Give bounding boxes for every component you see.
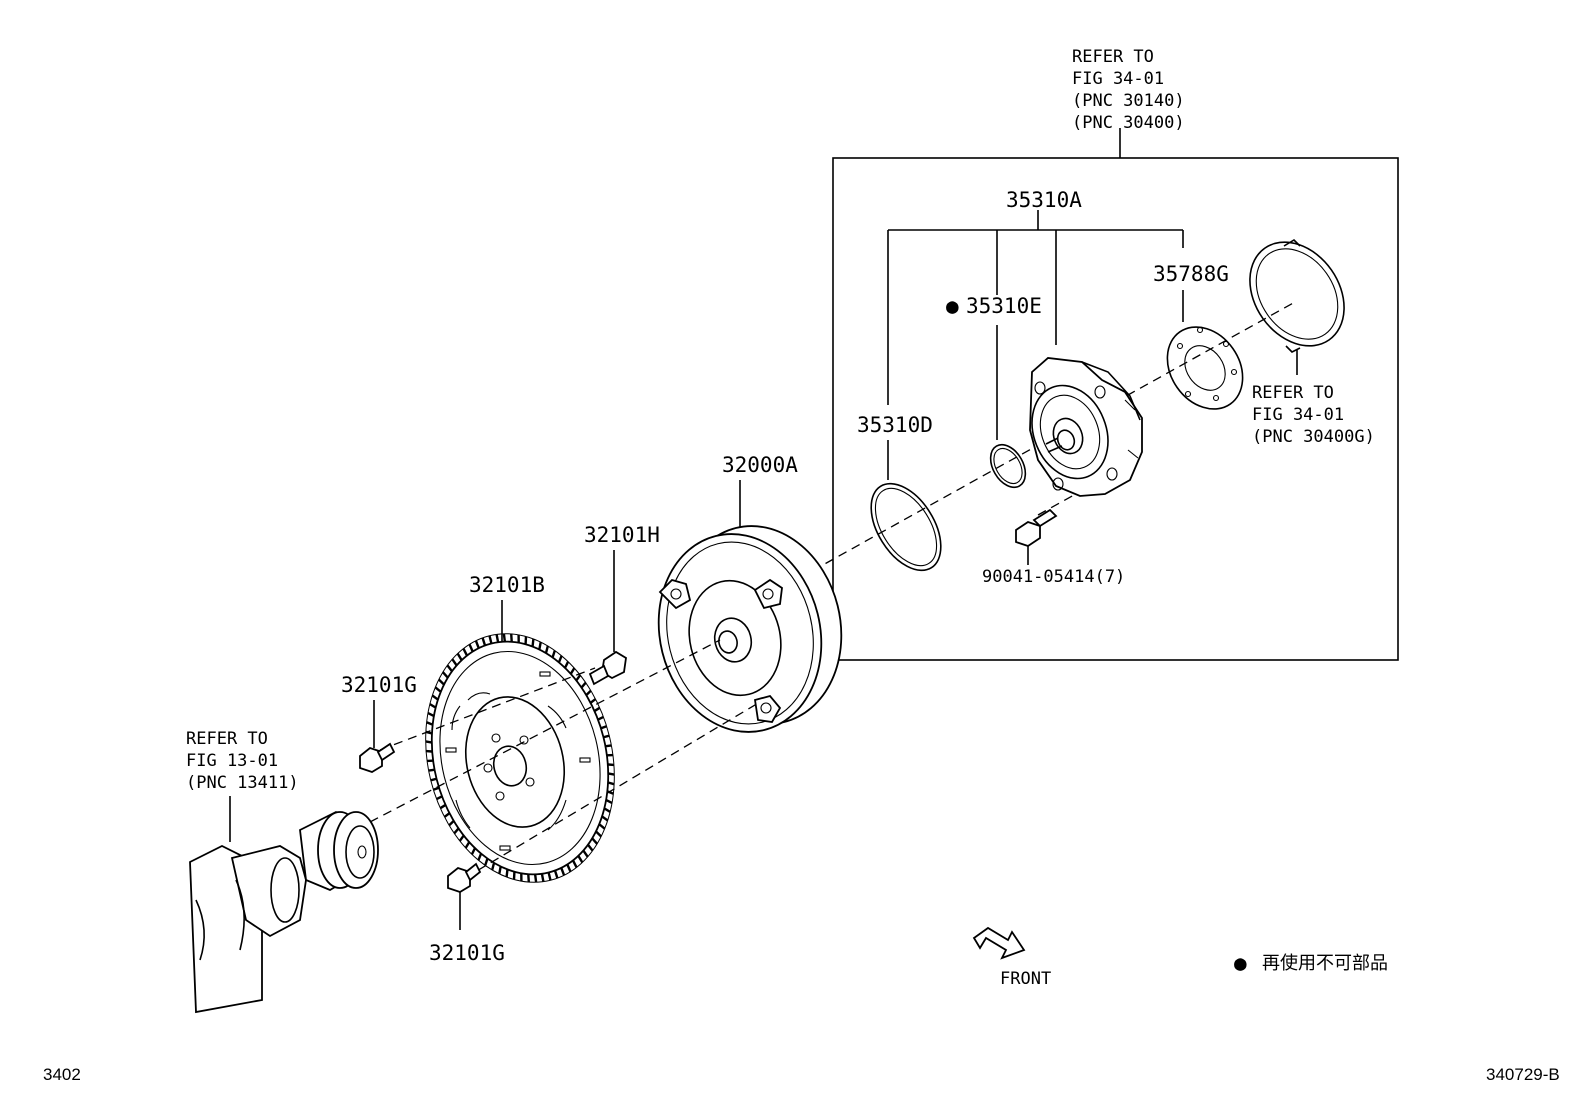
part-label-32101G-lower[interactable]: 32101G — [429, 941, 505, 965]
part-label-35310A[interactable]: 35310A — [1006, 188, 1082, 212]
oil-pump-assy-bracket — [887, 210, 1184, 440]
drive-plate-teeth — [425, 633, 615, 883]
pump-axis-dashline — [759, 301, 1296, 601]
pump-gasket-35788G[interactable] — [1152, 312, 1258, 423]
svg-text:(PNC 13411): (PNC 13411) — [186, 773, 299, 793]
top-reference-note: REFER TO FIG 34-01 (PNC 30140) (PNC 3040… — [1072, 47, 1185, 133]
svg-text:REFER TO: REFER TO — [186, 729, 268, 749]
svg-text:(PNC 30400G): (PNC 30400G) — [1252, 427, 1375, 447]
svg-text:FIG 34-01: FIG 34-01 — [1252, 405, 1344, 425]
legend-symbol: ● — [1234, 951, 1247, 975]
svg-text:FIG 34-01: FIG 34-01 — [1072, 69, 1164, 89]
torque-converter-32000A[interactable] — [638, 509, 862, 750]
part-label-35788G[interactable]: 35788G — [1153, 262, 1229, 286]
svg-text:REFER TO: REFER TO — [1072, 47, 1154, 67]
part-label-32101H[interactable]: 32101H — [584, 523, 660, 547]
svg-text:(PNC 30400): (PNC 30400) — [1072, 113, 1185, 133]
part-label-32101B[interactable]: 32101B — [469, 573, 545, 597]
o-ring-large-35310D[interactable] — [857, 471, 955, 582]
drive-plate-bolt-upper[interactable] — [359, 742, 396, 773]
left-reference-note: REFER TO FIG 13-01 (PNC 13411) — [186, 729, 299, 793]
converter-bolt-32101H[interactable] — [588, 650, 627, 686]
footer-right-code: 340729-B — [1486, 1065, 1560, 1084]
part-label-35310D[interactable]: 35310D — [857, 413, 933, 437]
front-arrow-icon — [972, 926, 1026, 960]
front-label: FRONT — [1000, 969, 1051, 989]
drive-axis-dashline-lower — [464, 701, 761, 879]
part-label-32000A[interactable]: 32000A — [722, 453, 798, 477]
drive-axis-dashline-center — [369, 639, 721, 823]
svg-text:REFER TO: REFER TO — [1252, 383, 1334, 403]
svg-text:(PNC 30140): (PNC 30140) — [1072, 91, 1185, 111]
part-label-90041-05414[interactable]: 90041-05414(7) — [982, 567, 1125, 587]
part-label-32101G-upper[interactable]: 32101G — [341, 673, 417, 697]
drive-plate-outer-rim — [425, 633, 615, 883]
drive-axis-dashline-upper — [379, 667, 596, 751]
pump-seal-ring[interactable] — [1230, 224, 1363, 364]
legend-text: 再使用不可部品 — [1262, 953, 1388, 974]
crankshaft[interactable] — [189, 810, 379, 1014]
o-ring-small-35310E[interactable] — [984, 439, 1033, 494]
footer-left-code: 3402 — [43, 1065, 81, 1084]
drive-plate-bolt-lower[interactable] — [447, 862, 482, 893]
drive-plate-32101B[interactable] — [400, 613, 639, 902]
oil-pump-group-box — [832, 157, 1399, 661]
nonreusable-marker: ● — [946, 294, 959, 318]
part-label-35310E[interactable]: 35310E — [966, 294, 1042, 318]
pump-bolt-90041[interactable] — [1015, 508, 1058, 547]
right-reference-note: REFER TO FIG 34-01 (PNC 30400G) — [1252, 383, 1375, 447]
oil-pump-body[interactable] — [1019, 357, 1143, 497]
svg-text:FIG 13-01: FIG 13-01 — [186, 751, 278, 771]
